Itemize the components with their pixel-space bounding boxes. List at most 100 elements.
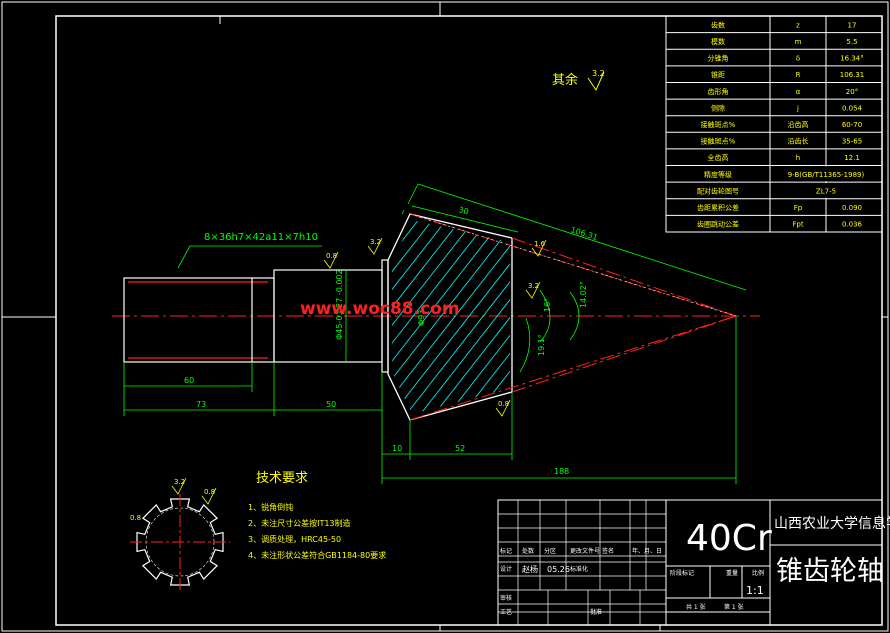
- roughness-0.8-a: 0.8: [326, 252, 337, 260]
- param-symbol: 沿齿高: [788, 120, 809, 129]
- param-name: 精度等级: [704, 170, 732, 179]
- revision-header: 签名: [602, 547, 614, 555]
- spline-callout: 8×36h7×42a11×7h10: [204, 232, 318, 243]
- roughness-1.6: 1.6: [534, 240, 546, 248]
- roughness-symbol: [495, 399, 511, 417]
- param-value: 0.036: [842, 221, 863, 229]
- roughness-symbol: [367, 237, 383, 255]
- material: 40Cr: [686, 518, 772, 559]
- roughness-3.2-c: 3.2: [174, 478, 185, 486]
- param-name: 齿距累积公差: [697, 203, 739, 212]
- designer-name: 赵杨: [522, 564, 538, 574]
- tech-req-item: 1、锐角倒钝: [248, 502, 293, 512]
- spline-profile: [136, 498, 224, 586]
- tech-req-item: 3、调质处理，HRC45-50: [248, 534, 341, 544]
- param-symbol: Fp: [794, 204, 803, 212]
- tech-req-item: 4、未注形状公差符合GB1184-80要求: [248, 550, 386, 560]
- roughness-symbol: [323, 251, 339, 269]
- shaft-outline: [123, 259, 389, 373]
- param-value: 35-65: [842, 138, 862, 146]
- stage-label: 阶段标记: [670, 569, 694, 577]
- roughness-symbol: [171, 477, 187, 495]
- dim-10: 10: [392, 444, 402, 453]
- spline-section: [130, 494, 230, 590]
- param-symbol: z: [796, 21, 800, 29]
- dim-cone-distance: 106.31: [569, 225, 598, 242]
- param-symbol: δ: [796, 55, 800, 63]
- ratio-label: 比例: [752, 569, 764, 577]
- dim-60: 60: [184, 376, 194, 385]
- dim-73: 73: [196, 400, 206, 409]
- part-name: 锥齿轮轴: [776, 556, 884, 587]
- roughness-symbol: [525, 281, 541, 299]
- revision-header: 处数: [522, 547, 534, 555]
- dim-angle-1: 14.02°: [579, 281, 588, 308]
- roughness-3.2-a: 3.2: [370, 238, 381, 246]
- param-value: 60-70: [842, 121, 862, 129]
- param-value: 0.090: [842, 204, 862, 212]
- roughness-spline: 0.8: [130, 514, 141, 522]
- param-span-value: 9-B(GB/T11365-1989): [788, 171, 865, 179]
- param-value: 12.1: [844, 154, 860, 162]
- param-value: 17: [848, 21, 857, 29]
- weight-label: 重量: [726, 569, 738, 577]
- sheets-label: 共 1 张: [686, 603, 706, 611]
- approve-label: 批准: [590, 608, 602, 616]
- roughness-3.2-b: 3.2: [528, 282, 539, 290]
- roughness-0.8-b: 0.8: [498, 400, 509, 408]
- param-name: 配对齿轮图号: [697, 186, 739, 195]
- revision-header: 更改文件号: [570, 547, 600, 555]
- param-name: 齿圈跳动公差: [697, 220, 739, 229]
- param-symbol: α: [796, 88, 801, 96]
- param-name: 齿形角: [708, 87, 729, 96]
- dim-52: 52: [455, 444, 465, 453]
- inner-border: [55, 15, 883, 626]
- dim-188: 188: [554, 467, 569, 476]
- roughness-other-value: 3.2: [592, 69, 605, 78]
- param-symbol: j: [796, 104, 799, 112]
- dim-gear-diameter: Φ93: [417, 310, 426, 326]
- param-value: 106.31: [840, 71, 865, 79]
- school-name: 山西农业大学信息学院: [774, 515, 890, 532]
- scale-value: 1:1: [746, 584, 764, 597]
- roughness-symbol: [201, 487, 217, 505]
- roughness-other-label: 其余: [552, 72, 578, 88]
- revision-header: 分区: [544, 547, 556, 555]
- check-label: 审核: [500, 594, 512, 602]
- param-symbol: 沿齿长: [788, 137, 809, 146]
- designer-label: 设计: [500, 565, 512, 573]
- param-symbol: Fpt: [792, 221, 803, 229]
- design-date: 05.26: [547, 565, 570, 574]
- dimension-lines: [123, 183, 747, 484]
- tech-req-item: 2、未注尺寸公差按IT13制造: [248, 518, 351, 528]
- param-span-value: ZL7-5: [816, 187, 836, 195]
- param-name: 全齿高: [708, 153, 729, 162]
- param-value: 0.054: [842, 104, 863, 112]
- param-symbol: R: [796, 71, 801, 79]
- sheet-no-label: 第 1 张: [724, 603, 744, 611]
- param-name: 侧隙: [711, 103, 725, 112]
- dim-face-width: 30: [458, 205, 470, 216]
- roughness-symbol: [531, 239, 547, 257]
- watermark: www.woc88.com: [300, 299, 460, 319]
- param-name: 锥距: [711, 70, 725, 79]
- param-value: 20°: [846, 88, 858, 96]
- param-name: 接触斑点%: [701, 137, 736, 146]
- param-value: 5.5: [846, 38, 857, 46]
- dim-angle-2: 16°: [543, 298, 552, 312]
- dim-50: 50: [326, 400, 336, 409]
- param-symbol: h: [796, 154, 800, 162]
- process-label: 工艺: [500, 608, 512, 616]
- revision-header: 年、月、日: [632, 547, 662, 555]
- dim-angle-3: 19.1°: [537, 334, 546, 356]
- dim-shaft-diameter: Φ45-0.027 -0.002: [335, 269, 344, 340]
- param-name: 模数: [711, 37, 725, 46]
- param-symbol: m: [795, 38, 802, 46]
- param-name: 分锥角: [708, 54, 729, 63]
- param-name: 接触斑点%: [701, 120, 736, 129]
- roughness-0.8-c: 0.8: [204, 488, 215, 496]
- tech-req-title: 技术要求: [256, 471, 308, 486]
- standardization-label: 标准化: [570, 565, 588, 573]
